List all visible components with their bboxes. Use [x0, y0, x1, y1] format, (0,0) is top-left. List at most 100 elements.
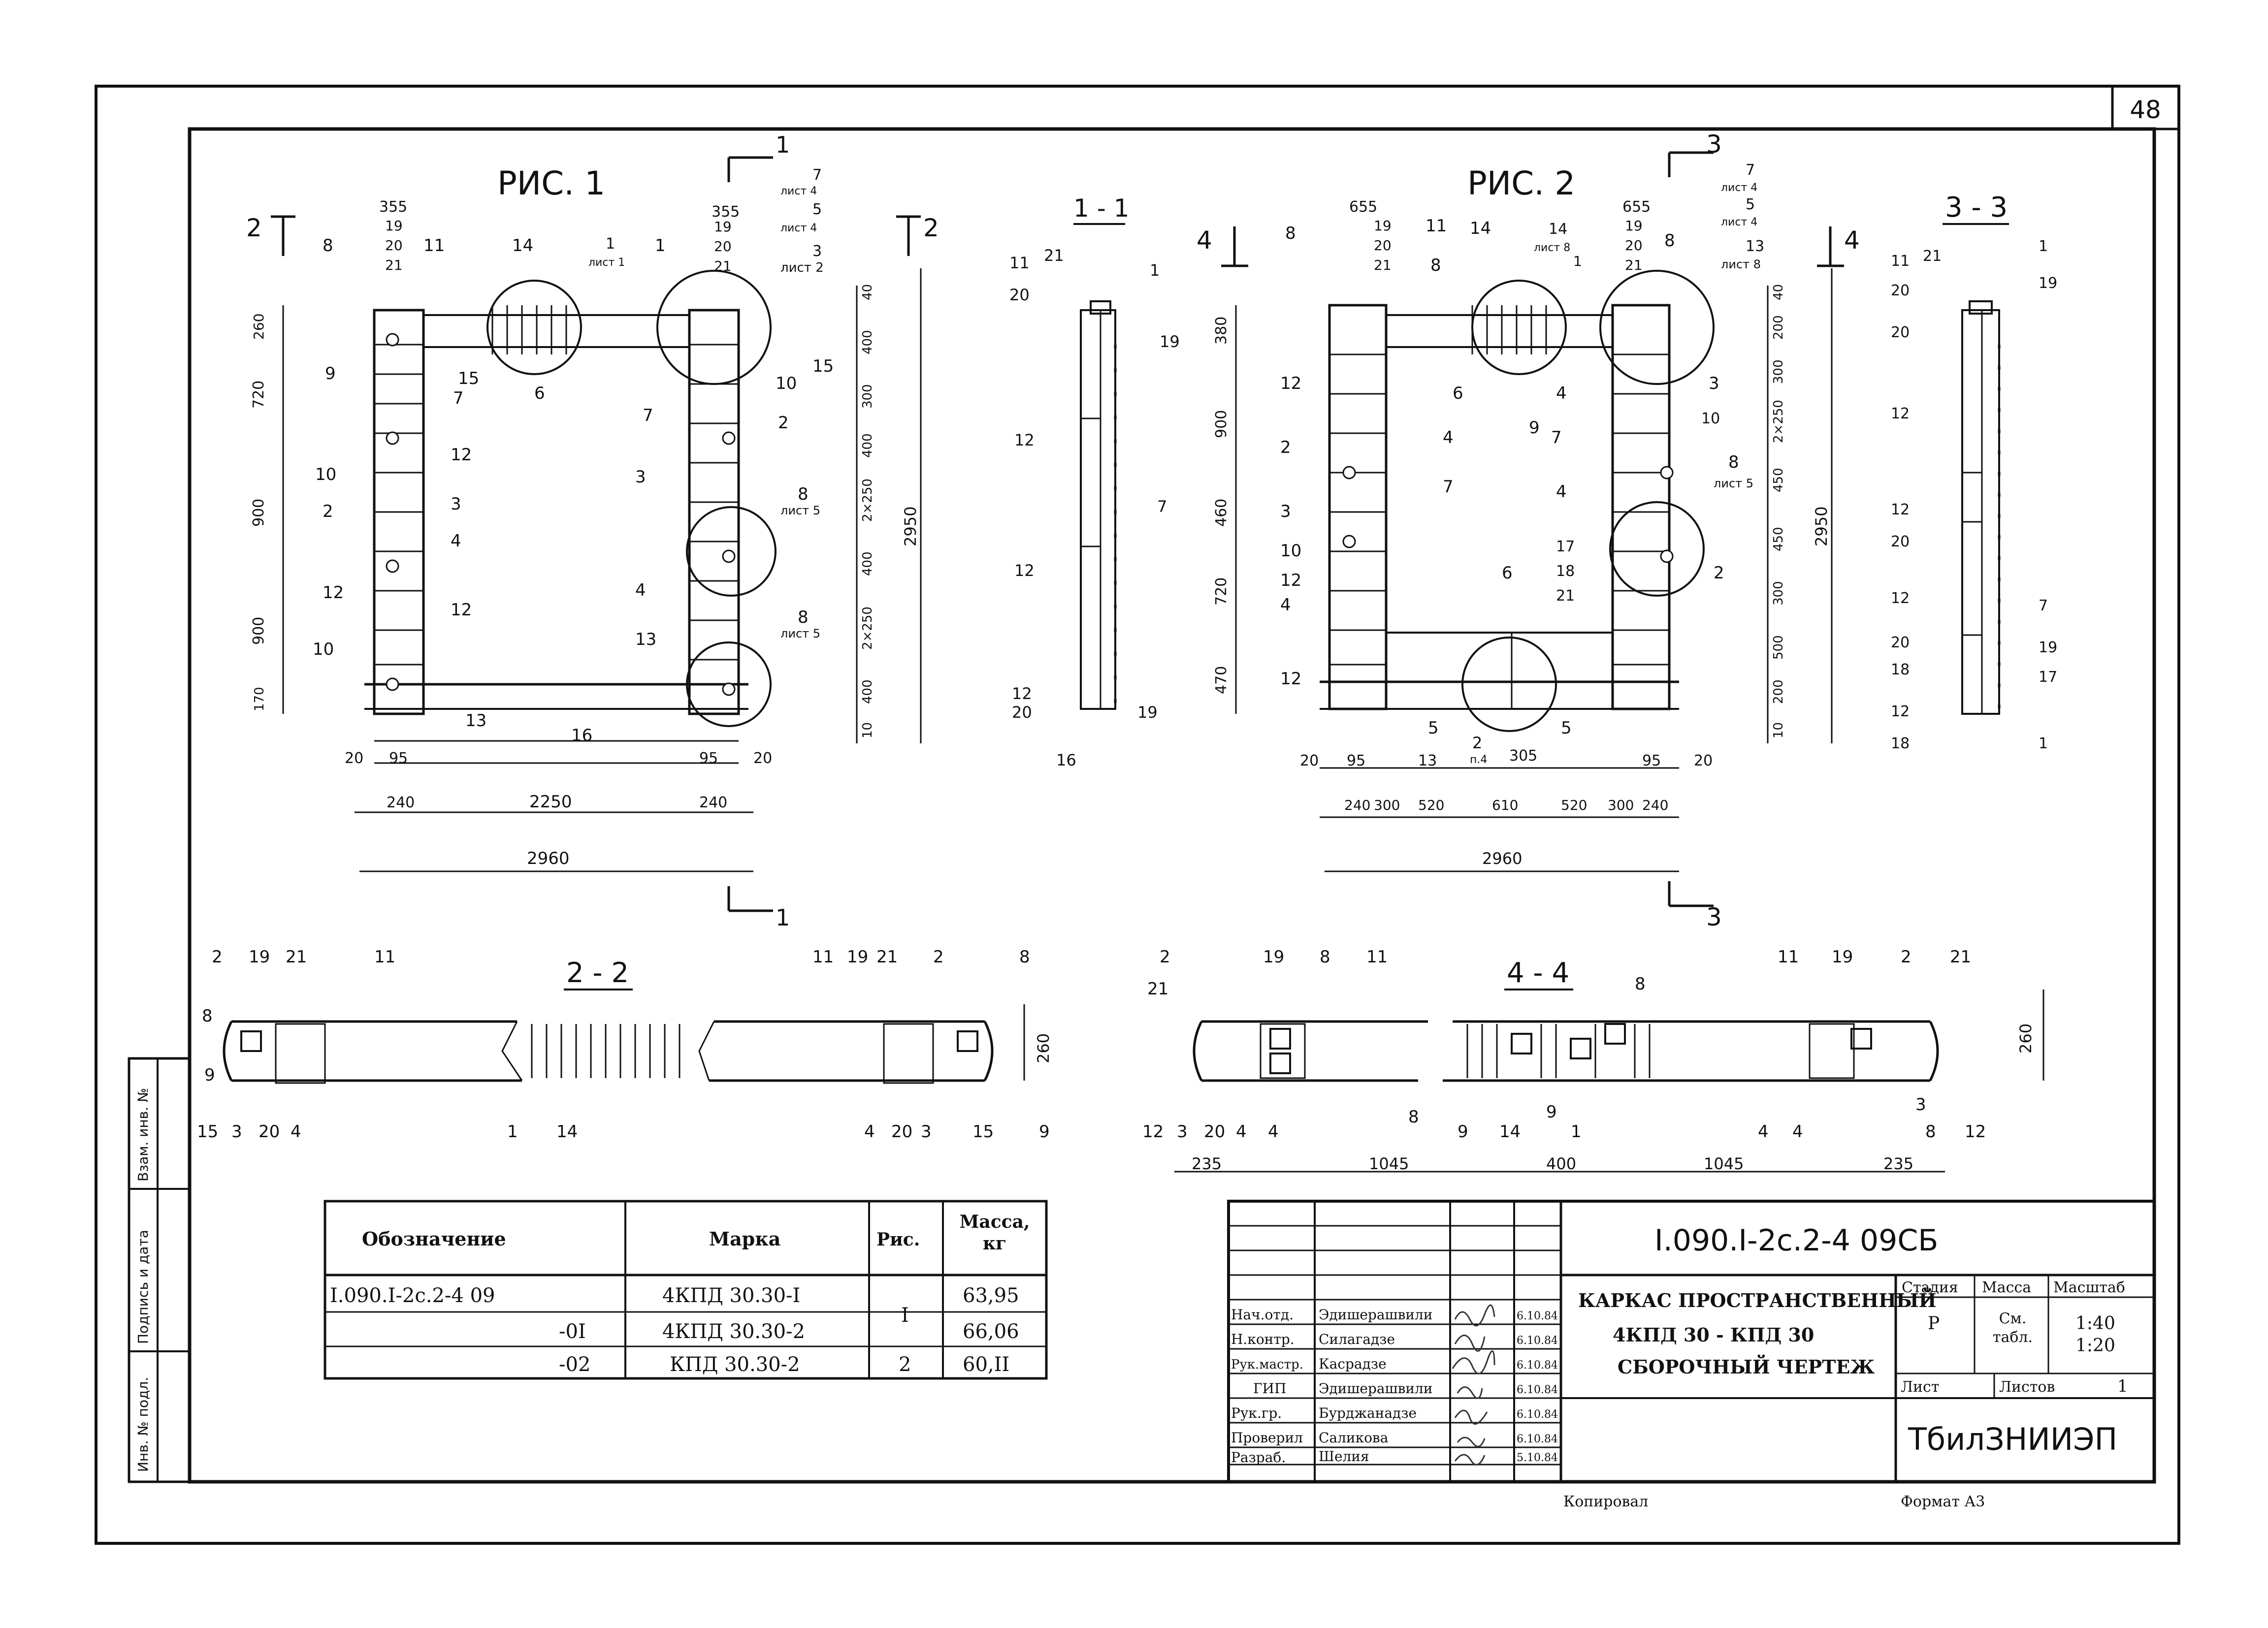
fig1-callout: лист 1 — [588, 256, 625, 269]
fig1-callout: 14 — [512, 236, 533, 255]
side-label-inv: Инв. № подл. — [135, 1377, 151, 1472]
fig2-dim-bottom: 95 — [1642, 752, 1661, 769]
staff-role: ГИП — [1253, 1380, 1286, 1397]
doc-name-line: 4КПД 30 - КПД 30 — [1613, 1324, 1814, 1346]
fig2-ref-mid: 14 — [1549, 221, 1567, 238]
sec11-callout: 12 — [1012, 684, 1032, 703]
staff-role: Нач.отд. — [1231, 1307, 1294, 1323]
fig1-sec-mark-4: 1 — [776, 904, 790, 931]
fig2-ref-mid: 1 — [1573, 253, 1582, 269]
sec11-callout: 12 — [1014, 561, 1035, 580]
sec44-callout: 12 — [1142, 1122, 1164, 1142]
sec33-callout: 21 — [1923, 248, 1942, 265]
fig2-dim-bottom2: 240 — [1344, 797, 1370, 813]
staff-date: 6.10.84 — [1517, 1310, 1558, 1322]
sec44-callout-r: 19 — [1832, 947, 1853, 967]
sec22-callout: 8 — [202, 1006, 213, 1026]
fig2-callout: 14 — [1470, 219, 1491, 238]
fig2-dim-bottom: 20 — [1300, 752, 1319, 769]
fig1-dim-right: 40 — [860, 284, 875, 300]
scale-header: Масштаб — [2053, 1279, 2125, 1296]
fig1-callout: 10 — [315, 465, 336, 484]
stage-value: Р — [1928, 1313, 1940, 1334]
fig2-stack-l: 21 — [1374, 257, 1392, 273]
sec22-callout: 21 — [286, 947, 307, 967]
sec33-callout: 17 — [2039, 669, 2057, 686]
sec44-callout-r: 21 — [1950, 947, 1971, 967]
fig2-sec-mark: 3 — [1706, 903, 1722, 931]
fig2-dim-bottom2: 520 — [1561, 797, 1587, 813]
sec44-dim-bottom: 1045 — [1704, 1154, 1744, 1173]
fig1-dim-bottom2: 240 — [699, 794, 727, 811]
fig2-dim-top: 655 — [1622, 198, 1651, 216]
staff-date: 6.10.84 — [1517, 1384, 1558, 1396]
figure-2: РИС. 2 — [1197, 130, 1860, 931]
section-4-4: 4 - 4 260 2 19 8 11 21 12 3 20 4 4 8 9 — [1142, 947, 2044, 1173]
fig1-callout: 12 — [451, 600, 472, 620]
sheets-value: 1 — [2117, 1376, 2128, 1396]
sec11-callout: 11 — [1009, 254, 1030, 272]
stage-header: Стадия — [1902, 1279, 1958, 1296]
fig1-sec-mark-3: 1 — [776, 131, 790, 158]
fig1-sec-mark-1: 2 — [246, 214, 262, 242]
sec44-dim-bottom: 400 — [1546, 1154, 1576, 1173]
fig2-dim-right: 200 — [1771, 315, 1786, 340]
staff-role: Н.контр. — [1231, 1331, 1295, 1347]
sec44-callout-r: 8 — [1925, 1122, 1936, 1142]
fig2-sec-mark: 3 — [1706, 130, 1722, 159]
sec22-callout-r: 8 — [1019, 947, 1030, 967]
fig1-dim-top-right: 355 — [712, 203, 740, 221]
section-2-2: 2 - 2 260 2 19 21 11 8 9 15 3 20 4 1 14 — [197, 947, 1053, 1142]
fig2-callout: 4 — [1556, 482, 1567, 502]
fig2-callout: 4 — [1443, 428, 1454, 447]
sec11-callout: 1 — [1150, 261, 1160, 280]
staff-role: Проверил — [1231, 1430, 1303, 1446]
fig2-dim-left: 900 — [1213, 410, 1230, 438]
fig2-bottom-callout: 5 — [1428, 718, 1439, 738]
title-block: I.090.I-2с.2-4 09СБ КАРКАС ПРОСТРАНСТВЕН… — [1227, 1200, 2156, 1483]
fig1-dim-bottom: 95 — [699, 750, 718, 767]
fig2-ref: лист 8 — [1721, 257, 1761, 271]
fig2-sec-mark: 4 — [1197, 226, 1212, 255]
sec22-callout-r: 19 — [847, 947, 868, 967]
sec22-callout: 3 — [231, 1122, 242, 1142]
fig2-dim-bottom2: 300 — [1374, 797, 1400, 813]
scale-value: 1:20 — [2075, 1336, 2115, 1356]
fig2-dim-bottom2: 240 — [1642, 797, 1668, 813]
fig1-dim-left: 260 — [251, 314, 267, 340]
fig1-dim-bottom2: 240 — [387, 794, 415, 811]
fig2-dim-bottom2: 300 — [1608, 797, 1634, 813]
spec-header-designation: Обозначение — [362, 1228, 506, 1250]
staff-name: Касрадзе — [1319, 1356, 1387, 1372]
fig2-callout: лист 5 — [1714, 477, 1753, 490]
fig1-ref-2: 5 — [812, 201, 822, 218]
sec22-callout: 19 — [249, 947, 270, 967]
sec22-callout-r: 2 — [933, 947, 944, 967]
fig1-dim-total-w: 2960 — [527, 849, 570, 868]
fig2-bottom-callout: 13 — [1418, 752, 1437, 769]
sec11-callout: 19 — [1160, 332, 1180, 351]
table-row-designation: -0I — [559, 1320, 586, 1343]
table-row-designation: I.090.I-2с.2-4 09 — [330, 1284, 495, 1307]
staff-date: 6.10.84 — [1517, 1433, 1558, 1445]
staff-name: Эдишерашвили — [1319, 1380, 1432, 1397]
fig1-callout: 15 — [812, 356, 834, 376]
fig1-ref-5: лист 2 — [780, 260, 824, 275]
fig1-title: РИС. 1 — [497, 164, 605, 202]
sec22-callout: 20 — [259, 1122, 280, 1142]
sec44-callout: 4 — [1268, 1122, 1279, 1142]
sec22-title: 2 - 2 — [566, 957, 629, 989]
fig1-stack-l-2: 21 — [385, 257, 403, 273]
sec22-callout: 11 — [374, 947, 395, 967]
sec22-callout-r: 11 — [812, 947, 834, 967]
fig1-dim-bottom: 20 — [345, 750, 363, 767]
fig1-dim-right: 2×250 — [860, 479, 875, 522]
fig2-callout: 2 — [1280, 438, 1291, 457]
sec44-dim-bottom: 235 — [1192, 1154, 1222, 1173]
left-stamp-strip: Инв. № подл. Подпись и дата Взам. инв. № — [128, 1057, 191, 1483]
sec33-callout: 1 — [2039, 735, 2048, 752]
staff-name: Эдишерашвили — [1319, 1307, 1432, 1323]
section-3-3: 3 - 3 11 21 1 19 20 20 12 12 20 12 7 20 … — [1891, 192, 2057, 752]
fig2-ref: 5 — [1746, 196, 1755, 213]
